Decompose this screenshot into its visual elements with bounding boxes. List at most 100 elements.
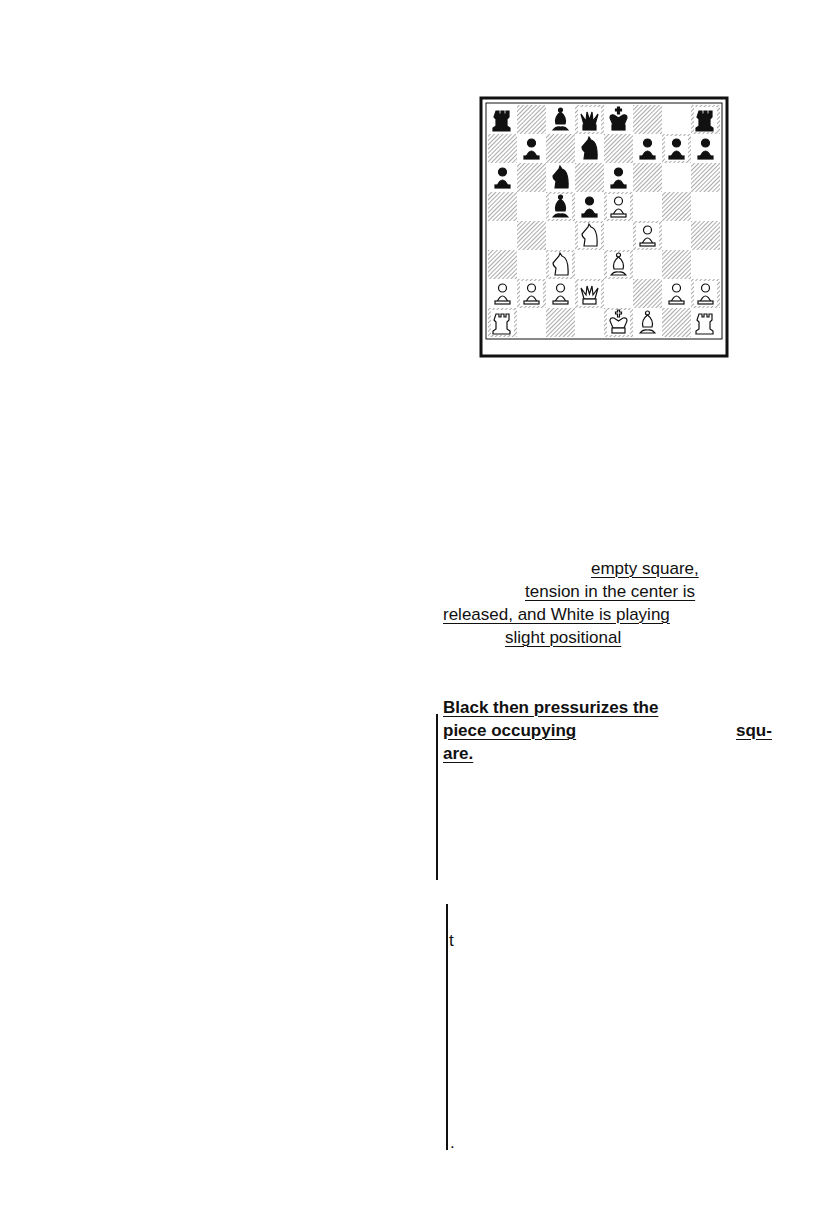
piece-part: [556, 199, 566, 211]
chess-piece: [491, 281, 514, 306]
piece-part: [612, 328, 625, 333]
piece-part: [702, 139, 710, 147]
piece-ground: [607, 165, 630, 190]
piece-part: [553, 253, 568, 275]
dark-square: [575, 105, 604, 134]
board-frame: [481, 98, 727, 356]
dark-square: [662, 250, 691, 279]
piece-ground: [578, 223, 601, 248]
dark-square: [662, 134, 691, 163]
chess-piece: [578, 107, 601, 132]
chess-piece: [694, 281, 717, 306]
text-fragment: empty square,: [591, 558, 699, 580]
chess-piece: [607, 310, 630, 335]
chess-piece: [549, 194, 572, 219]
piece-ground: [578, 281, 601, 306]
piece-part: [644, 139, 652, 147]
dark-square: [575, 221, 604, 250]
piece-part: [583, 299, 596, 304]
piece-part: [524, 156, 539, 159]
piece-part: [615, 168, 623, 176]
chess-piece: [665, 281, 688, 306]
piece-ground: [694, 107, 717, 132]
chess-piece: [694, 310, 717, 335]
piece-part: [524, 301, 539, 304]
piece-part: [696, 111, 713, 131]
margin-bracket: [436, 714, 438, 880]
piece-part: [495, 301, 510, 304]
chess-piece: [520, 136, 543, 161]
piece-part: [640, 156, 655, 159]
piece-ground: [694, 281, 717, 306]
text-fragment: piece occupying: [443, 720, 576, 742]
piece-part: [702, 284, 710, 292]
chess-piece: [491, 165, 514, 190]
dark-square: [546, 250, 575, 279]
piece-part: [616, 107, 622, 114]
piece-ground: [607, 194, 630, 219]
piece-part: [614, 257, 624, 269]
text-fragment: .: [450, 1132, 455, 1154]
piece-part: [611, 272, 626, 275]
piece-part: [495, 185, 510, 188]
piece-ground: [491, 107, 514, 132]
chess-piece: [636, 136, 659, 161]
chess-piece: [694, 107, 717, 132]
dark-square: [604, 250, 633, 279]
chess-piece: [578, 136, 601, 161]
piece-part: [615, 197, 623, 205]
piece-part: [528, 284, 536, 292]
piece-ground: [491, 165, 514, 190]
piece-part: [610, 318, 627, 328]
dark-square: [546, 134, 575, 163]
piece-part: [499, 168, 507, 176]
piece-part: [611, 185, 626, 188]
dark-square: [604, 134, 633, 163]
chess-piece: [578, 194, 601, 219]
piece-part: [581, 112, 598, 125]
piece-ground: [491, 310, 514, 335]
piece-part: [698, 301, 713, 304]
dark-square: [546, 308, 575, 337]
text-fragment: tension in the center is: [525, 581, 695, 603]
text-fragment: released, and White is playing: [443, 604, 670, 626]
piece-part: [582, 224, 597, 246]
piece-part: [644, 226, 652, 234]
dark-square: [488, 192, 517, 221]
chess-piece: [636, 223, 659, 248]
dark-square: [691, 279, 720, 308]
piece-part: [553, 301, 568, 304]
piece-part: [553, 166, 568, 188]
piece-ground: [694, 310, 717, 335]
piece-ground: [607, 252, 630, 277]
dark-square: [517, 163, 546, 192]
piece-part: [640, 243, 655, 246]
piece-ground: [694, 136, 717, 161]
chess-piece: [665, 136, 688, 161]
chess-piece: [520, 281, 543, 306]
piece-part: [493, 314, 510, 334]
dark-square: [575, 163, 604, 192]
dark-square: [604, 192, 633, 221]
dark-square: [575, 279, 604, 308]
piece-part: [581, 286, 598, 299]
piece-part: [582, 137, 597, 159]
piece-part: [586, 197, 594, 205]
chess-piece: [607, 165, 630, 190]
piece-ground: [578, 194, 601, 219]
piece-part: [696, 314, 713, 334]
dark-square: [691, 105, 720, 134]
chess-piece: [549, 165, 572, 190]
piece-part: [528, 139, 536, 147]
chess-piece: [694, 136, 717, 161]
piece-part: [612, 125, 625, 130]
text-fragment: t: [449, 930, 454, 952]
piece-part: [611, 214, 626, 217]
dark-square: [517, 221, 546, 250]
text-fragment: slight positional: [505, 627, 621, 649]
piece-ground: [636, 136, 659, 161]
piece-ground: [636, 310, 659, 335]
piece-ground: [578, 107, 601, 132]
piece-ground: [520, 136, 543, 161]
chess-piece: [491, 310, 514, 335]
